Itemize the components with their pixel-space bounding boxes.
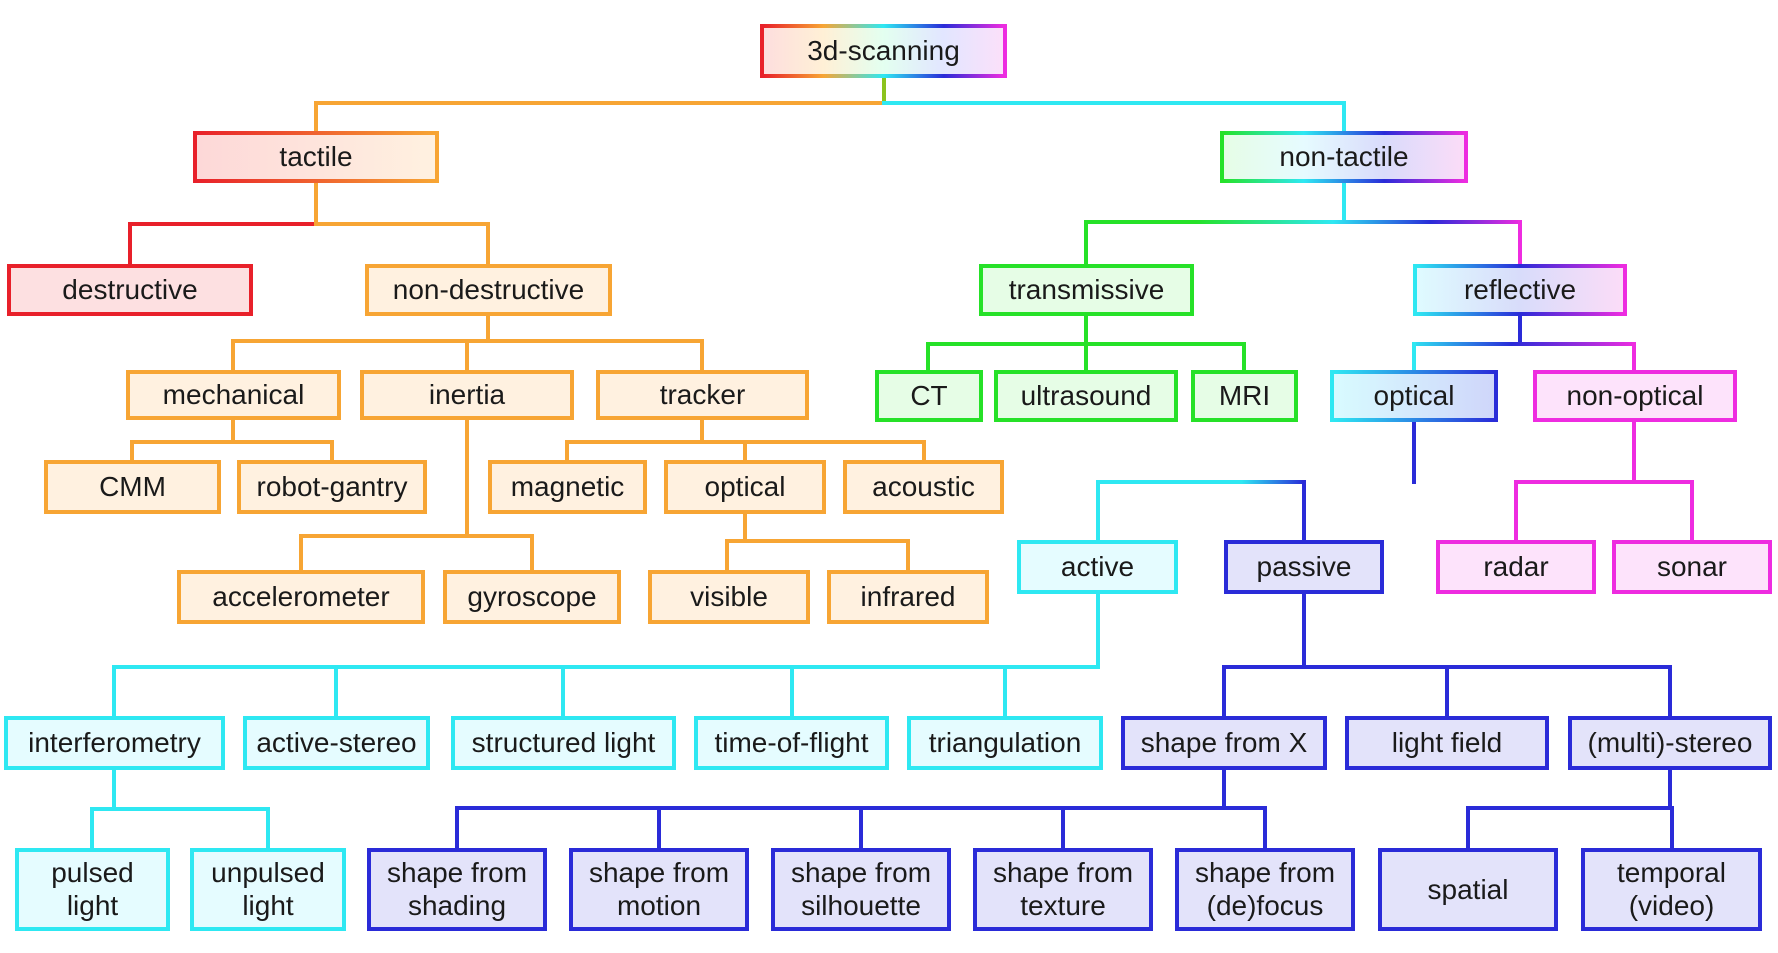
node-light-field: light field: [1345, 716, 1549, 770]
node-gyroscope: gyroscope: [443, 570, 621, 624]
node-acoustic: acoustic: [843, 460, 1004, 514]
node-shape-from-texture-line-2: texture: [1020, 889, 1106, 921]
connector: [1514, 420, 1694, 542]
node-destructive: destructive: [7, 264, 253, 316]
node-cmm: CMM: [44, 460, 221, 514]
node-sonar: sonar: [1612, 540, 1772, 594]
connector: [725, 512, 910, 572]
node-spatial: spatial: [1378, 848, 1558, 931]
node-shape-from-texture-line-1: shape from: [992, 857, 1134, 889]
node-non-destructive: non-destructive: [365, 264, 612, 316]
node-shape-from-defocus: shape from (de)focus: [1175, 848, 1355, 931]
node-ultrasound: ultrasound: [994, 370, 1178, 422]
node-tracker-optical: optical: [664, 460, 826, 514]
node-shape-from-silhouette: shape from silhouette: [771, 848, 951, 931]
connector: [90, 768, 270, 850]
node-shape-from-shading-line-2: shading: [407, 889, 507, 921]
node-shape-from-motion-line-1: shape from: [588, 857, 730, 889]
node-non-tactile: non-tactile: [1220, 131, 1468, 183]
node-magnetic: magnetic: [488, 460, 647, 514]
node-shape-from-x: shape from X: [1121, 716, 1327, 770]
node-tracker: tracker: [596, 370, 809, 420]
node-active-stereo: active-stereo: [243, 716, 430, 770]
node-temporal-video: temporal (video): [1581, 848, 1762, 931]
node-unpulsed-light-line-2: light: [242, 889, 294, 921]
node-tactile: tactile: [193, 131, 439, 183]
connector: [1466, 768, 1674, 850]
node-radar: radar: [1436, 540, 1596, 594]
node-non-optical: non-optical: [1533, 370, 1737, 422]
node-unpulsed-light: unpulsed light: [190, 848, 346, 931]
node-temporal-video-line-2: (video): [1628, 889, 1715, 921]
connector: [231, 314, 704, 372]
node-shape-from-shading: shape from shading: [367, 848, 547, 931]
node-shape-from-silhouette-line-1: shape from: [790, 857, 932, 889]
node-shape-from-shading-line-1: shape from: [386, 857, 528, 889]
node-3d-scanning: 3d-scanning: [760, 24, 1007, 78]
node-reflective: reflective: [1413, 264, 1627, 316]
node-multi-stereo: (multi)-stereo: [1568, 716, 1772, 770]
connector: [455, 768, 1267, 850]
node-passive: passive: [1224, 540, 1384, 594]
node-triangulation: triangulation: [907, 716, 1103, 770]
node-structured-light: structured light: [451, 716, 676, 770]
node-shape-from-defocus-line-2: (de)focus: [1206, 889, 1324, 921]
connector: [926, 314, 1246, 372]
node-visible: visible: [648, 570, 810, 624]
node-pulsed-light: pulsed light: [15, 848, 170, 931]
connector: [1222, 592, 1672, 718]
node-mechanical: mechanical: [126, 370, 341, 420]
node-robot-gantry: robot-gantry: [237, 460, 427, 514]
node-optical: optical: [1330, 370, 1498, 422]
node-pulsed-light-line-2: light: [66, 889, 119, 921]
node-pulsed-light-line-1: pulsed: [51, 857, 134, 889]
connector: [565, 418, 926, 462]
connector: [112, 592, 1100, 718]
node-interferometry: interferometry: [4, 716, 225, 770]
node-time-of-flight: time-of-flight: [694, 716, 889, 770]
connector: [299, 418, 534, 572]
node-temporal-video-line-1: temporal: [1617, 857, 1726, 889]
node-infrared: infrared: [827, 570, 989, 624]
node-shape-from-motion: shape from motion: [569, 848, 749, 931]
node-inertia: inertia: [360, 370, 574, 420]
node-transmissive: transmissive: [979, 264, 1194, 316]
node-active: active: [1017, 540, 1178, 594]
node-ct: CT: [875, 370, 983, 422]
node-shape-from-texture: shape from texture: [973, 848, 1153, 931]
connector: [130, 418, 334, 462]
node-shape-from-defocus-line-1: shape from: [1194, 857, 1336, 889]
node-accelerometer: accelerometer: [177, 570, 425, 624]
node-shape-from-motion-line-2: motion: [616, 889, 702, 921]
node-shape-from-silhouette-line-2: silhouette: [801, 889, 921, 921]
node-mri: MRI: [1191, 370, 1298, 422]
node-unpulsed-light-line-1: unpulsed: [211, 857, 325, 889]
